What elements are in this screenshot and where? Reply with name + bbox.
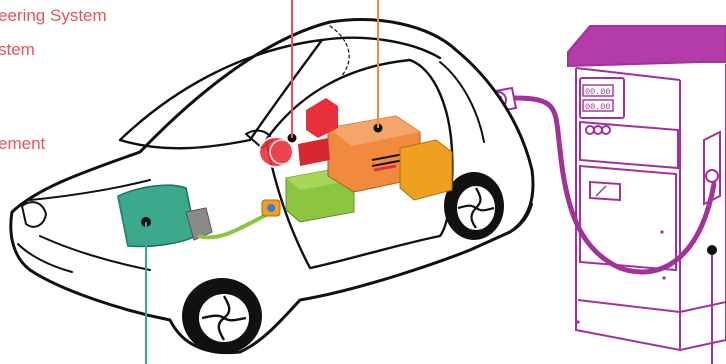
car-windshield <box>118 38 324 150</box>
battery-pack <box>117 184 213 248</box>
steering-system <box>258 98 338 168</box>
car-headlight <box>21 201 47 228</box>
charging-cable <box>512 95 717 275</box>
charger-display-bottom: 00.00 <box>585 102 611 112</box>
charger-button-3 <box>601 125 611 135</box>
front-wheel <box>182 278 262 354</box>
steering-system-label: eering System <box>0 6 107 25</box>
rear-wheel <box>444 172 504 240</box>
rear-control-unit <box>399 139 453 201</box>
management-label: ement <box>0 134 46 153</box>
charger-roof <box>567 25 726 68</box>
system-label: stem <box>0 40 35 59</box>
charging-station <box>567 25 726 352</box>
charger-display-panel <box>579 77 625 119</box>
charger-control-panel <box>579 120 679 170</box>
charger-base <box>577 299 726 314</box>
power-cable <box>197 212 269 240</box>
charger-card-slot <box>589 180 621 202</box>
charger-display-top: 00.00 <box>585 87 611 97</box>
charger-front-edge <box>575 67 681 81</box>
power-inverter <box>327 115 421 193</box>
charger-marker <box>707 245 717 255</box>
car-grille <box>17 243 73 273</box>
